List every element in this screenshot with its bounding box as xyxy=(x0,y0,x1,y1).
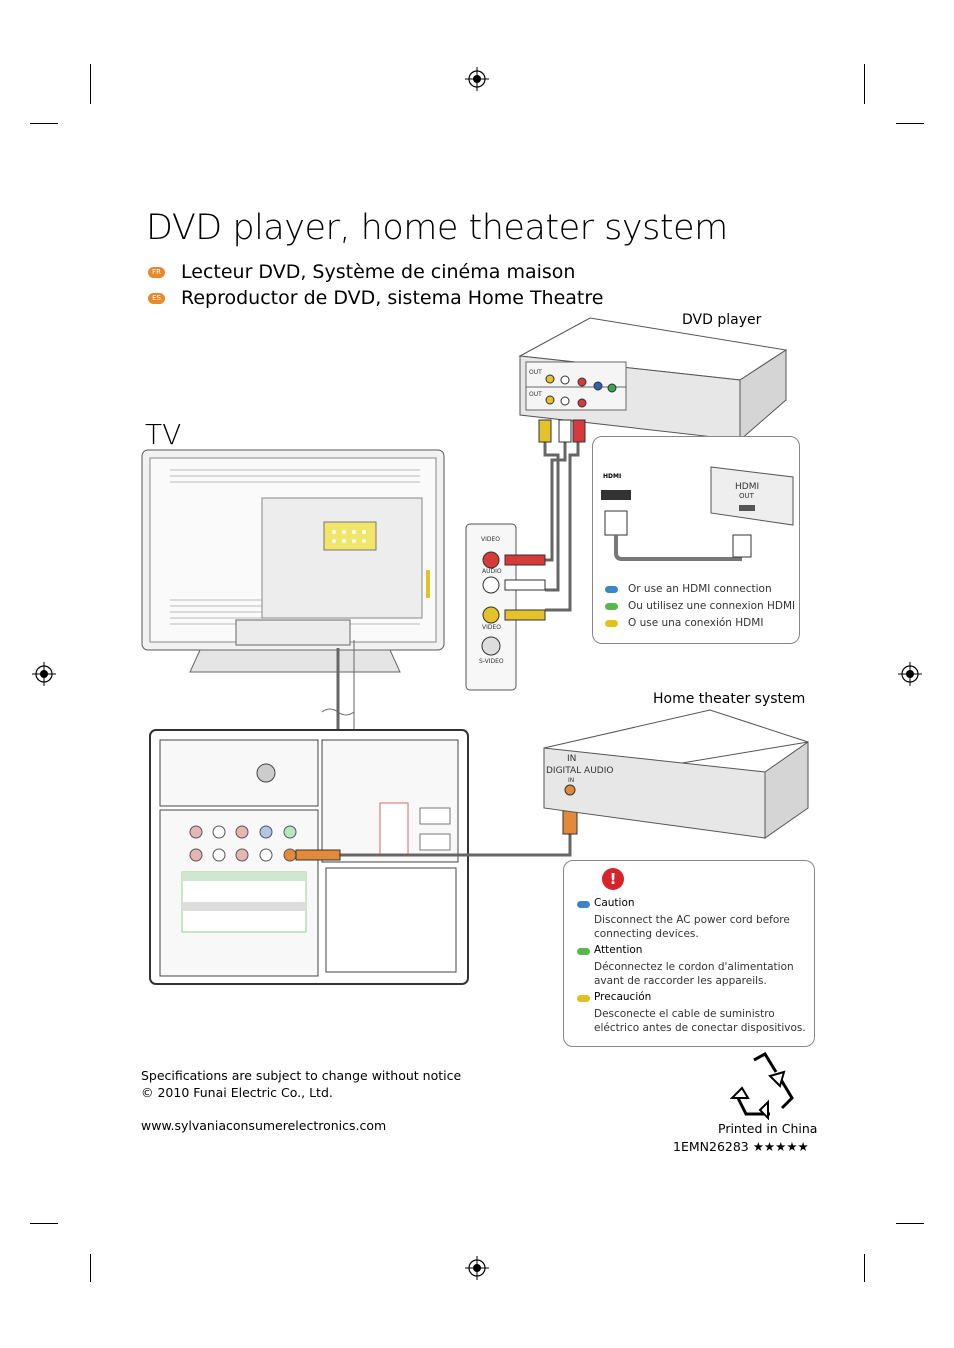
printed-in: Printed in China xyxy=(718,1121,818,1136)
language-badge-fr: FR xyxy=(148,266,165,278)
dvd-out-label: OUT xyxy=(529,391,542,398)
dvd-player-label: DVD player xyxy=(682,312,762,328)
caution-heading: Attention xyxy=(594,944,643,956)
website-url: www.sylvaniaconsumerelectronics.com xyxy=(141,1118,387,1133)
connection-diagram xyxy=(141,317,809,985)
blue-dot-icon xyxy=(605,585,618,593)
caution-text: Déconnectez le cordon d'alimentation ava… xyxy=(594,961,794,987)
av-plugs-side xyxy=(504,554,546,621)
hdmi-callout: HDMI HDMI OUT Or use an HDMI connection … xyxy=(592,436,800,644)
av-plugs-top xyxy=(538,419,586,443)
caution-callout: ! Caution Disconnect the AC power cord b… xyxy=(563,860,815,1047)
tv-rear xyxy=(141,449,445,730)
panel-svideo-label: S-VIDEO xyxy=(479,658,504,665)
panel-audio-label: AUDIO xyxy=(482,568,502,575)
caution-text: Disconnect the AC power cord before conn… xyxy=(594,914,790,940)
hdmi-note-en: Or use an HDMI connection xyxy=(605,583,772,595)
caution-es: Precaución Desconecte el cable de sumini… xyxy=(594,991,809,1035)
dvd-out-label: OUT xyxy=(529,369,542,376)
caution-heading: Precaución xyxy=(594,991,652,1003)
crosshair-registration-icon xyxy=(465,1256,489,1280)
crop-mark xyxy=(864,64,865,104)
green-dot-icon xyxy=(577,948,590,955)
product-code: 1EMN26283 ★★★★★ xyxy=(673,1139,809,1154)
ht-in-small-label: IN xyxy=(568,777,575,784)
crop-mark xyxy=(90,64,91,104)
crosshair-registration-icon xyxy=(898,662,922,686)
blue-dot-icon xyxy=(577,901,590,908)
language-badge-es: ES xyxy=(148,292,165,304)
crop-mark xyxy=(864,1254,865,1282)
yellow-dot-icon xyxy=(605,619,618,627)
spec-note: Specifications are subject to change wit… xyxy=(141,1068,462,1083)
page-title: DVD player, home theater system xyxy=(146,208,728,248)
tv-label: TV xyxy=(145,418,182,451)
ht-in-label: IN xyxy=(567,754,577,764)
ht-digital-audio-label: DIGITAL AUDIO xyxy=(546,766,614,776)
crosshair-registration-icon xyxy=(32,662,56,686)
caution-fr: Attention Déconnectez le cordon d'alimen… xyxy=(594,944,809,988)
dvd-player xyxy=(518,317,788,442)
hdmi-note-es: O use una conexión HDMI xyxy=(605,617,763,629)
crosshair-registration-icon xyxy=(465,67,489,91)
crop-mark xyxy=(90,1254,91,1282)
hdmi-cable-illustration xyxy=(601,466,794,561)
subtitle-es-text: Reproductor de DVD, sistema Home Theatre xyxy=(181,287,604,309)
recycle-icon xyxy=(730,1052,794,1120)
hdmi-port-label: HDMI xyxy=(735,482,760,492)
caution-heading: Caution xyxy=(594,897,635,909)
subtitle-fr-text: Lecteur DVD, Système de cinéma maison xyxy=(181,261,576,283)
panel-video2-label: VIDEO xyxy=(482,624,502,631)
tv-side-panel xyxy=(465,523,517,691)
crop-mark xyxy=(896,1223,924,1224)
tv-rear-panel-closeup xyxy=(149,729,469,985)
yellow-dot-icon xyxy=(577,995,590,1002)
crop-mark xyxy=(896,123,924,124)
subtitle-fr: FR Lecteur DVD, Système de cinéma maison xyxy=(148,261,575,283)
home-theater-label: Home theater system xyxy=(653,691,806,707)
hdmi-note-fr: Ou utilisez une connexion HDMI xyxy=(605,600,795,612)
crop-mark xyxy=(30,123,58,124)
panel-video-label: VIDEO xyxy=(481,536,501,543)
home-theater-box xyxy=(543,709,809,839)
crop-mark xyxy=(30,1223,58,1224)
warning-icon: ! xyxy=(602,868,624,890)
copyright: © 2010 Funai Electric Co., Ltd. xyxy=(141,1085,333,1100)
hdmi-out-label: OUT xyxy=(739,492,754,500)
av-cables xyxy=(543,440,580,612)
caution-text: Desconecte el cable de suministro eléctr… xyxy=(594,1008,806,1034)
hdmi-cable-label: HDMI xyxy=(603,473,622,480)
green-dot-icon xyxy=(605,602,618,610)
subtitle-es: ES Reproductor de DVD, sistema Home Thea… xyxy=(148,287,603,309)
caution-en: Caution Disconnect the AC power cord bef… xyxy=(594,897,809,941)
